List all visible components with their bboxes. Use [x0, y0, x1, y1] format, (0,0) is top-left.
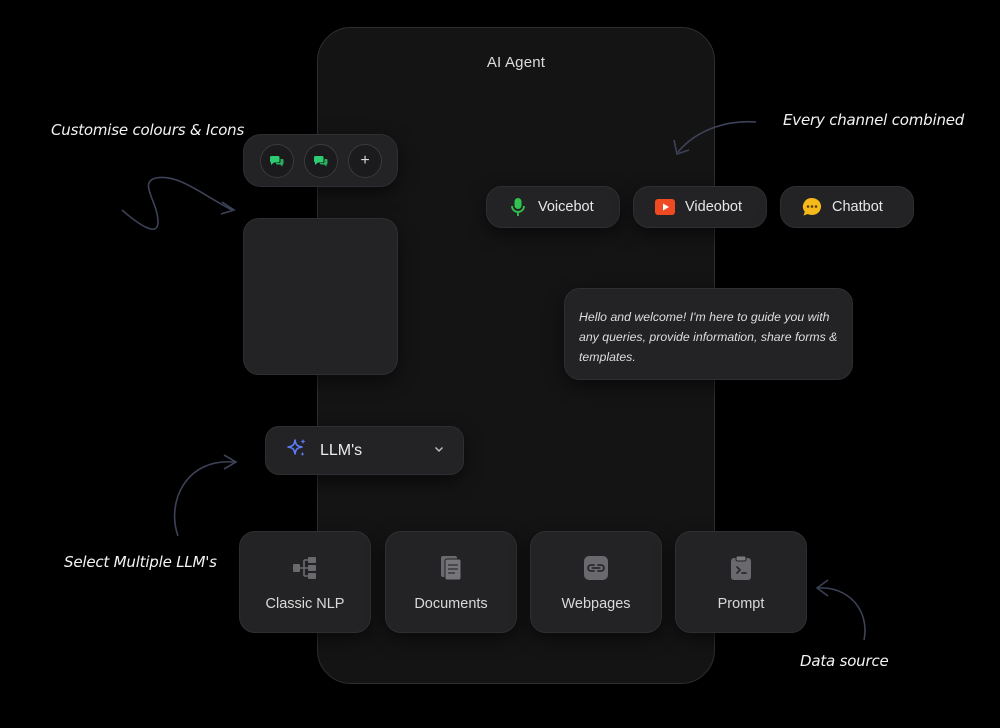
- color-swatch-picker: +: [243, 134, 398, 187]
- source-label: Classic NLP: [265, 596, 345, 612]
- source-label: Webpages: [561, 596, 631, 612]
- icon-preview-card: [243, 218, 398, 375]
- plus-icon: +: [360, 151, 370, 169]
- swatch-option[interactable]: [304, 143, 338, 178]
- channel-label: Videobot: [685, 199, 742, 215]
- source-webpages[interactable]: Webpages: [530, 531, 662, 633]
- annotation-customise: Customise colours & Icons: [51, 121, 245, 139]
- chat-bubbles-icon: [313, 155, 328, 166]
- llm-select-dropdown[interactable]: LLM's: [265, 426, 464, 475]
- llm-select-label: LLM's: [320, 441, 363, 459]
- source-label: Documents: [414, 596, 488, 612]
- phone-title: AI Agent: [486, 54, 546, 71]
- add-swatch-button[interactable]: +: [348, 143, 382, 178]
- channel-chip-voicebot[interactable]: Voicebot: [486, 186, 620, 228]
- sparkles-icon: [286, 437, 308, 464]
- channel-label: Chatbot: [832, 199, 883, 215]
- channel-chip-videobot[interactable]: Videobot: [633, 186, 767, 228]
- chat-dots-icon: [801, 196, 823, 218]
- source-prompt[interactable]: Prompt: [675, 531, 807, 633]
- annotation-data-source: Data source: [800, 652, 889, 670]
- channels-arrow-icon: [673, 120, 757, 156]
- data-source-arrow-icon: [815, 579, 866, 641]
- swatch-option[interactable]: [260, 143, 294, 178]
- video-play-icon: [654, 196, 676, 218]
- flow-network-icon: [291, 554, 319, 582]
- channel-chip-chatbot[interactable]: Chatbot: [780, 186, 914, 228]
- bot-message-bubble: Hello and welcome! I'm here to guide you…: [564, 288, 853, 380]
- chat-bubbles-icon: [269, 155, 284, 166]
- channel-label: Voicebot: [538, 199, 594, 215]
- annotation-llms: Select Multiple LLM's: [64, 553, 217, 571]
- annotation-channels: Every channel combined: [783, 111, 965, 129]
- source-documents[interactable]: Documents: [385, 531, 517, 633]
- squiggle-arrow-icon: [121, 176, 236, 230]
- source-classic-nlp[interactable]: Classic NLP: [239, 531, 371, 633]
- clipboard-icon: [727, 554, 755, 582]
- source-label: Prompt: [717, 596, 765, 612]
- microphone-icon: [507, 196, 529, 218]
- llm-arrow-icon: [173, 454, 238, 537]
- document-icon: [437, 554, 465, 582]
- link-icon: [582, 554, 610, 582]
- chevron-down-icon: [433, 442, 445, 460]
